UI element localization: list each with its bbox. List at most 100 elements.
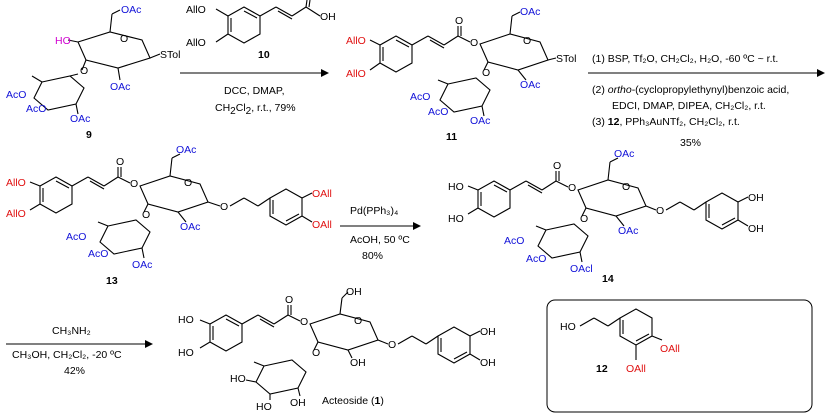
ring-oxygen-label: O (622, 181, 630, 193)
compound-9-label: 9 (86, 129, 92, 141)
ho-label: HO (178, 314, 194, 326)
compound-13-structure: AllO AllO O O OAc O O OAll OAll OAc O (6, 144, 332, 287)
glycosidic-oxygen-label: O (80, 65, 88, 77)
step-2-line-3: EDCI, DMAP, DIPEA, CH₂Cl₂, r.t. (612, 100, 766, 112)
oall-label: OAll (626, 363, 646, 375)
step-2-line-4: (3) 12, PPh₃AuNTf₂, CH₂Cl₂, r.t. (592, 116, 740, 128)
aco-label: AcO (526, 253, 546, 265)
aco-label: AcO (88, 248, 108, 260)
glycosidic-oxygen-label: O (220, 201, 228, 213)
aco-label: AcO (428, 106, 448, 118)
compound-12-label: 12 (596, 363, 608, 375)
carbonyl-oxygen-label: O (553, 160, 561, 172)
ho-label: HO (448, 213, 464, 225)
compound-9-structure: OAc O HO STol OAc O AcO AcO OAc 9 (6, 4, 180, 141)
step-4-line-1: CH₃NH₂ (52, 325, 91, 337)
ester-oxygen-label: O (568, 182, 576, 194)
oh-label: OH (290, 397, 306, 409)
oac-label: OAc (180, 221, 200, 233)
aco-label: AcO (410, 91, 430, 103)
compound-14-label: 14 (602, 273, 614, 285)
oh-label: OH (320, 11, 336, 23)
aco-label: AcO (6, 89, 26, 101)
oh-label: OH (748, 192, 764, 204)
step-4-line-2: CH₃OH, CH₂Cl₂, -20 ºC (12, 349, 122, 361)
ho-label: HO (448, 181, 464, 193)
free-hydroxyl-label: HO (55, 35, 71, 47)
compound-11-structure: AllO AllO O O OAc O STol OAc O AcO AcO O… (346, 6, 576, 143)
glycosidic-oxygen-label: O (388, 339, 396, 351)
oall-label: OAll (312, 219, 332, 231)
oh-label: OH (480, 326, 496, 338)
ester-oxygen-label: O (470, 37, 478, 49)
step-3-line-2: AcOH, 50 ºC (350, 234, 410, 246)
ester-oxygen-label: O (300, 316, 308, 328)
aco-label: AcO (504, 235, 524, 247)
carbonyl-oxygen-label: O (116, 156, 124, 168)
oall-label: OAll (312, 188, 332, 200)
oac-label: OAc (121, 4, 141, 16)
glycosidic-oxygen-label: O (580, 213, 588, 225)
carbonyl-oxygen-label: O (455, 15, 463, 27)
aco-label: AcO (66, 231, 86, 243)
step-2-conditions: (1) BSP, Tf₂O, CH₂Cl₂, H₂O, -60 ºC ~ r.t… (592, 53, 789, 149)
compound-11-label: 11 (446, 131, 457, 143)
oac-label: OAc (110, 81, 130, 93)
glycosidic-oxygen-label: O (312, 347, 320, 359)
glycosidic-oxygen-label: O (142, 209, 150, 221)
step-4-line-3: 42% (64, 365, 85, 377)
aco-label: AcO (26, 103, 46, 115)
allo-label: AllO (6, 177, 26, 189)
ring-oxygen-label: O (354, 315, 362, 327)
oh-label: OH (350, 357, 366, 369)
glycosidic-oxygen-label: O (482, 67, 490, 79)
acteoside-label: Acteoside (1) (322, 395, 384, 407)
oac-label: OAc (70, 113, 90, 125)
oac-label: OAc (614, 148, 634, 160)
allo-label: AllO (186, 4, 206, 16)
oh-label: OH (346, 286, 362, 298)
ester-oxygen-label: O (130, 178, 138, 190)
step-2-line-1: (1) BSP, Tf₂O, CH₂Cl₂, H₂O, -60 ºC ~ r.t… (592, 53, 778, 65)
ring-oxygen-label: O (120, 33, 128, 45)
oall-label: OAll (660, 343, 680, 355)
compound-10-structure: OH AllO AllO 10 (186, 0, 336, 61)
ring-oxygen-label: O (523, 35, 531, 47)
oac-label: OAc (520, 79, 540, 91)
ho-label: HO (560, 321, 576, 333)
compound-12-structure: HO OAll OAll 12 (560, 308, 680, 375)
oh-label: OH (480, 357, 496, 369)
oac-label: OAc (618, 225, 638, 237)
compound-13-label: 13 (106, 275, 118, 287)
allo-label: AllO (186, 37, 206, 49)
stol-label: STol (556, 53, 576, 65)
compound-14-structure: HO HO O O OAc O O OH OH OAc O AcO (448, 148, 764, 285)
step-1-line-2: CH2Cl2, r.t., 79% (215, 102, 296, 117)
ring-oxygen-label: O (184, 177, 192, 189)
allo-label: AllO (6, 208, 26, 220)
stol-label: STol (160, 49, 180, 61)
step-2-yield: 35% (680, 137, 701, 149)
step-3-line-3: 80% (362, 250, 383, 262)
step-3-conditions: Pd(PPh₃)₄ AcOH, 50 ºC 80% (350, 205, 410, 262)
ho-label: HO (230, 373, 246, 385)
step-4-conditions: CH₃NH₂ CH₃OH, CH₂Cl₂, -20 ºC 42% (12, 325, 122, 377)
ho-label: HO (178, 347, 194, 359)
compound-12-box (546, 299, 813, 413)
step-2-line-2: (2) ortho-(cyclopropylethynyl)benzoic ac… (592, 84, 789, 96)
allo-label: AllO (346, 68, 366, 80)
allo-label: AllO (346, 35, 366, 47)
compound-10-label: 10 (258, 49, 270, 61)
acteoside-structure: HO HO O O OH O O OH OH OH O HO (178, 286, 496, 413)
oac-label: OAc (520, 6, 540, 18)
step-1-conditions: DCC, DMAP, CH2Cl2, r.t., 79% (215, 85, 296, 117)
ho-label: HO (256, 401, 272, 413)
step-3-line-1: Pd(PPh₃)₄ (350, 205, 398, 217)
glycosidic-oxygen-label: O (656, 205, 664, 217)
oac-label: OAc (470, 115, 490, 127)
oac-label: OAc (176, 144, 196, 156)
oacl-label: OAcl (570, 263, 593, 275)
oac-label: OAc (132, 259, 152, 271)
step-1-line-1: DCC, DMAP, (224, 85, 284, 97)
